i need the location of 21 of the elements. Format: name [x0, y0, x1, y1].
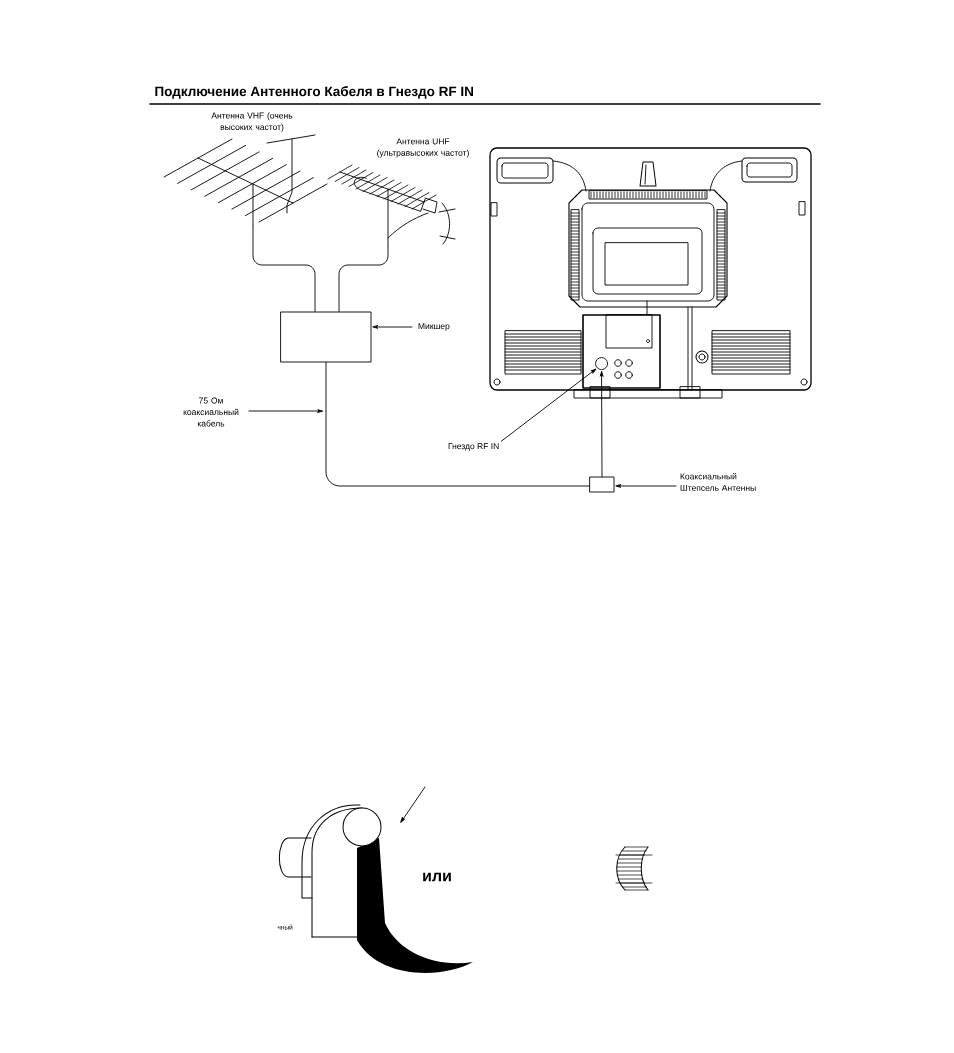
callout-label: Коаксиальный Штепсель Антенны — [680, 473, 756, 491]
tv-rear-drawing — [489, 147, 812, 399]
antenna-label: Антенна VHF (очень высоких частот) — [211, 112, 293, 132]
plug-drawing — [278, 804, 473, 973]
cable-arrow — [599, 371, 604, 477]
callout-label: Микшер — [418, 323, 450, 331]
leader-arrow — [372, 325, 413, 329]
callout-label: Гнездо RF IN — [448, 443, 499, 451]
callout-label: 75 Ом коаксиальный кабель — [183, 397, 239, 427]
cable-line — [252, 225, 316, 312]
cable-line — [325, 362, 590, 487]
title: Подключение Антенного Кабеля в Гнездо RF IN — [155, 86, 473, 99]
leader-arrow — [615, 484, 677, 488]
leader-arrow — [500, 368, 597, 442]
mixer-box — [280, 311, 372, 363]
arrow — [400, 786, 426, 823]
leader-arrow — [248, 409, 323, 413]
word-label: или — [423, 872, 451, 882]
antenna-label: Антенна UHF (ультравысоких частот) — [377, 138, 469, 158]
plug-box — [589, 476, 615, 493]
cable-line — [338, 246, 389, 312]
